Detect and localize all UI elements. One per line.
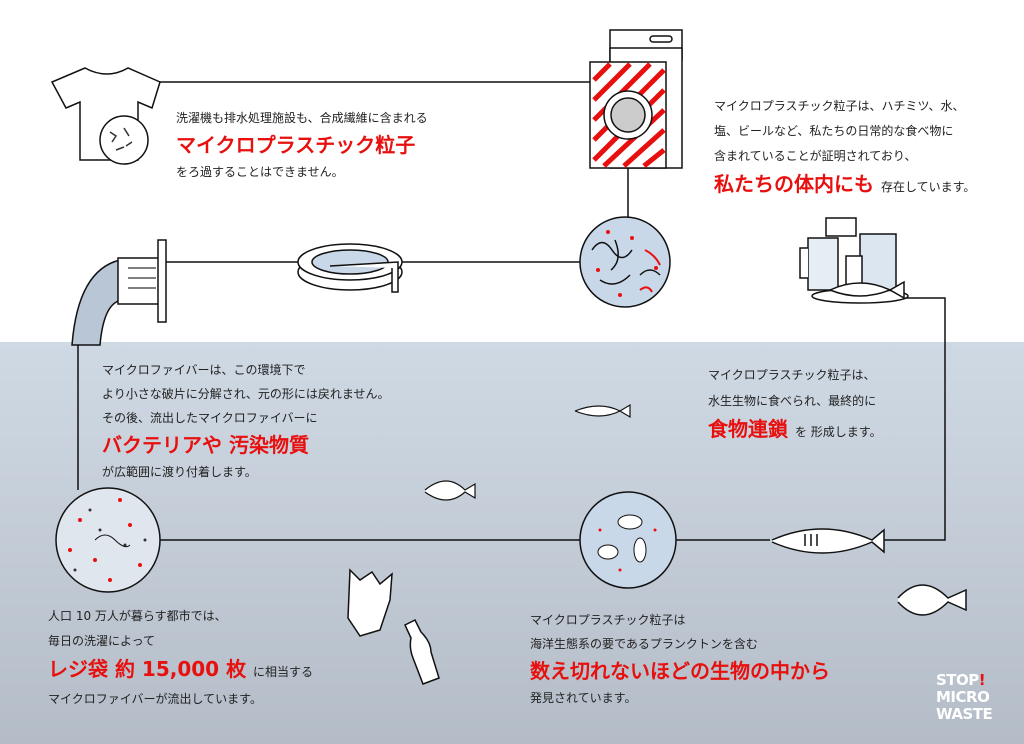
- plastic-bottle-icon: [404, 618, 440, 685]
- bacteria-closeup-icon: [55, 487, 161, 593]
- bacteria-text: マイクロファイバーは、この環境下で より小さな破片に分解され、元の形には戻れませ…: [102, 358, 390, 484]
- drain-pipe-icon: [71, 239, 167, 346]
- text-line: マイクロファイバーは、この環境下で: [102, 363, 306, 377]
- text-line: 含まれていることが証明されており、: [714, 149, 917, 163]
- food-drinks-icon: [799, 217, 909, 304]
- logo-exclaim: !: [978, 671, 986, 689]
- text-line: 毎日の洗濯によって: [48, 634, 156, 648]
- plankton-closeup-icon: [579, 491, 677, 589]
- text-line: マイクロプラスチック粒子は、: [708, 368, 876, 382]
- text-line: 海洋生態系の要であるプランクトンを含む: [530, 637, 758, 651]
- text-line: に相当する: [253, 665, 314, 679]
- text-line: マイクロファイバーが流出しています。: [48, 692, 262, 706]
- microplastic-closeup-icon: [579, 216, 671, 308]
- logo-text: STOP: [936, 671, 979, 689]
- logo-text: MICRO: [936, 688, 990, 706]
- highlight-text: バクテリアや 汚染物質: [102, 433, 309, 457]
- tshirt-icon: [50, 67, 161, 165]
- text-line: をろ過することはできません。: [176, 165, 344, 179]
- text-line: 塩、ビールなど、私たちの日常的な食べ物に: [714, 124, 954, 138]
- text-line: を 形成します。: [794, 425, 882, 439]
- highlight-text: 私たちの体内にも: [714, 172, 874, 196]
- highlight-text: マイクロプラスチック粒子: [176, 133, 416, 157]
- food-chain-text: マイクロプラスチック粒子は、 水生生物に食べられ、最終的に 食物連鎖 を 形成し…: [708, 362, 882, 447]
- text-line: が広範囲に渡り付着します。: [102, 465, 257, 479]
- fish-icon: [771, 528, 967, 616]
- plankton-text: マイクロプラスチック粒子は 海洋生態系の要であるプランクトンを含む 数え切れない…: [530, 608, 830, 710]
- human-body-text: マイクロプラスチック粒子は、ハチミツ、水、 塩、ビールなど、私たちの日常的な食べ…: [714, 94, 975, 202]
- small-fish-icon: [424, 403, 631, 501]
- text-line: 洗濯機も排水処理施設も、合成繊維に含まれる: [176, 111, 428, 125]
- text-line: その後、流出したマイクロファイバーに: [102, 411, 318, 425]
- text-line: マイクロプラスチック粒子は、ハチミツ、水、: [714, 99, 965, 113]
- washing-machine-icon: [589, 29, 683, 169]
- text-line: より小さな破片に分解され、元の形には戻れません。: [102, 387, 390, 401]
- filter-tank-icon: [297, 243, 403, 293]
- text-line: 人口 10 万人が暮らす都市では、: [48, 609, 227, 623]
- plastic-bag-icon: [347, 568, 393, 637]
- stop-micro-waste-logo: STOP! MICRO WASTE: [936, 671, 993, 723]
- plastic-bags-text: 人口 10 万人が暮らす都市では、 毎日の洗濯によって レジ袋 約 15,000…: [48, 604, 313, 712]
- highlight-text: 食物連鎖: [708, 417, 788, 441]
- flow-lines: [77, 81, 946, 541]
- highlight-text: レジ袋 約 15,000 枚: [48, 657, 247, 681]
- text-line: 存在しています。: [880, 180, 976, 194]
- logo-text: WASTE: [936, 705, 993, 723]
- washing-filter-text: 洗濯機も排水処理施設も、合成繊維に含まれる マイクロプラスチック粒子 をろ過する…: [176, 106, 428, 184]
- highlight-text: 数え切れないほどの生物の中から: [530, 659, 830, 683]
- text-line: 水生生物に食べられ、最終的に: [708, 394, 877, 408]
- text-line: 発見されています。: [530, 691, 637, 705]
- text-line: マイクロプラスチック粒子は: [530, 613, 686, 627]
